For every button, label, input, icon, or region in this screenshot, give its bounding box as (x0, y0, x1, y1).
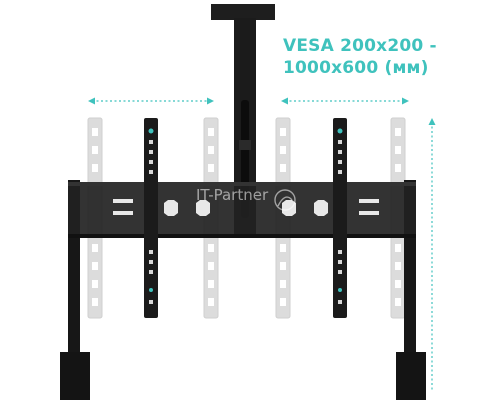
vesa-spec-line1: VESA 200x200 - (283, 36, 437, 56)
bracket-marker (148, 128, 154, 134)
bracket-marker (149, 288, 153, 292)
vesa-spec-line2: 1000x600 (мм) (283, 58, 429, 78)
bracket-marker (338, 288, 342, 292)
ghost-bracket-holes (92, 128, 401, 306)
mount-plate (68, 182, 416, 238)
arrow-heads (88, 97, 436, 125)
watermark-text: IT-Partner (196, 186, 269, 204)
partner-swirl-icon (274, 189, 296, 211)
bracket-marker (337, 128, 343, 134)
active-brackets (144, 118, 347, 318)
width-dimension-arrows (92, 100, 433, 392)
